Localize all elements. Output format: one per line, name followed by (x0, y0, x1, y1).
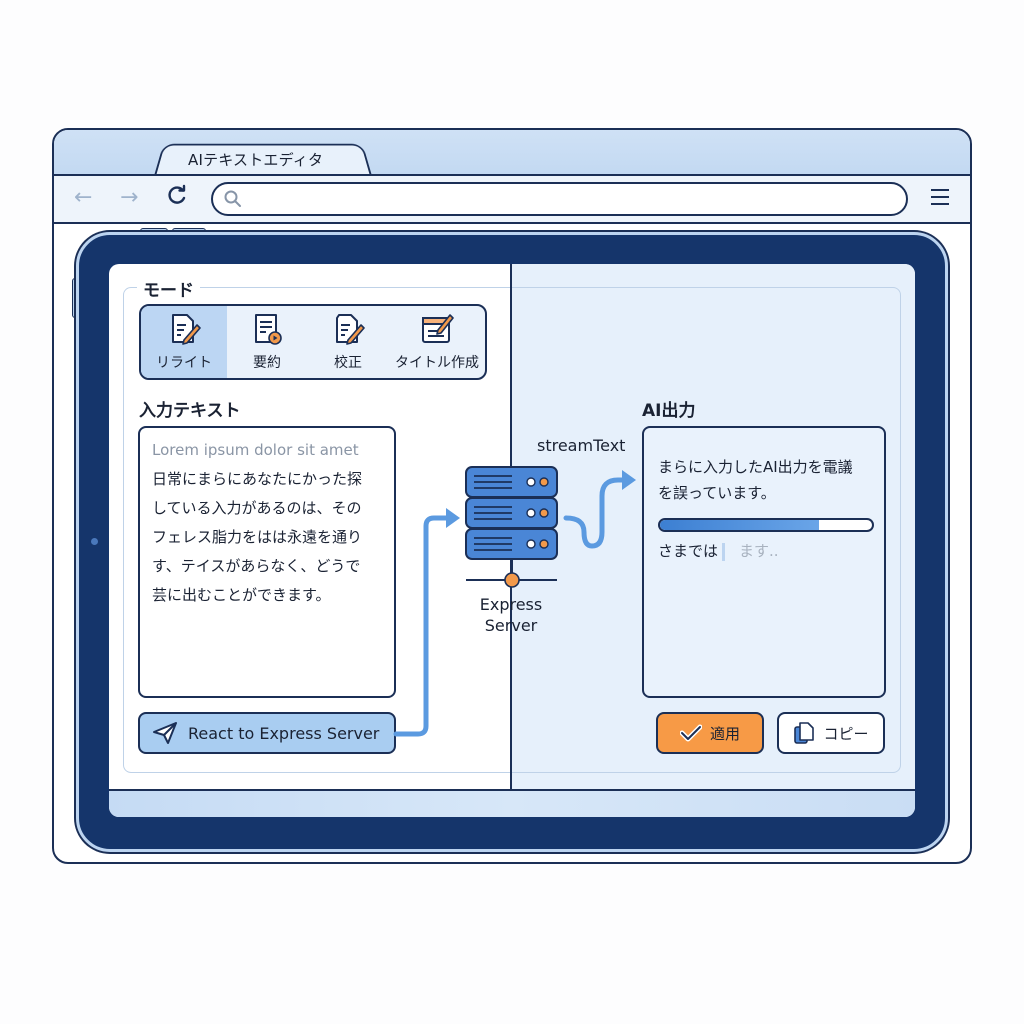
input-placeholder: Lorem ipsum dolor sit amet (152, 441, 359, 459)
document-proofread-icon (336, 314, 365, 345)
document-edit-icon (172, 314, 201, 345)
streaming-line: さまでは ます.. (658, 538, 870, 564)
app-screen: モード リライト 要約 (109, 264, 915, 817)
progress-fill (660, 520, 819, 530)
stream-text: さまでは (658, 542, 719, 560)
input-line: フェレス脂力をはは永遠を通り (152, 528, 363, 546)
apply-button-label: 適用 (709, 724, 740, 743)
output-line: まらに入力したAI出力を電議 (658, 458, 853, 476)
input-line: す、テイスがあらなく、どうで (152, 557, 361, 575)
url-bar[interactable] (211, 182, 908, 216)
output-panel: まらに入力したAI出力を電議 を誤っています。 さまでは ます.. (642, 426, 886, 698)
mode-selector: リライト 要約 校正 (139, 304, 487, 380)
input-line: している入力があるのは、その (152, 499, 362, 517)
browser-toolbar: ← → (54, 174, 970, 224)
server-label-line2: Server (484, 616, 538, 635)
title-edit-icon (422, 314, 454, 343)
send-button-label: React to Express Server (188, 723, 380, 743)
text-cursor (722, 542, 726, 561)
mode-label-title: タイトル作成 (395, 355, 479, 371)
paper-plane-icon (153, 722, 177, 744)
server-label-line1: Express (479, 595, 543, 614)
copy-button-label: コピー (823, 724, 869, 743)
output-line: を誤っています。 (658, 484, 776, 502)
stream-progress-bar (658, 518, 874, 532)
arrow-right-icon[interactable]: → (120, 185, 139, 210)
checkmark-icon (679, 724, 702, 742)
stream-text-label: streamText (537, 436, 626, 455)
input-textarea[interactable]: Lorem ipsum dolor sit amet 日常にまらにあなたにかった… (138, 426, 396, 698)
arrow-left-icon[interactable]: ← (74, 185, 93, 210)
reload-icon[interactable] (166, 184, 188, 212)
document-summary-icon (255, 314, 282, 345)
apply-button[interactable]: 適用 (656, 712, 764, 754)
input-line: 芸に出むことができます。 (152, 586, 331, 604)
screen-footer-bar (109, 789, 915, 817)
mode-label-proofread: 校正 (334, 355, 362, 371)
tab-title[interactable]: AIテキストエディタ (188, 151, 324, 169)
mode-label-summary: 要約 (253, 355, 281, 371)
copy-icon (794, 722, 815, 744)
input-title: 入力テキスト (139, 401, 241, 421)
mode-summary[interactable]: 要約 (227, 306, 307, 378)
mode-proofread[interactable]: 校正 (307, 306, 389, 378)
input-line: 日常にまらにあなたにかった探 (152, 470, 363, 488)
mode-rewrite[interactable]: リライト (141, 306, 227, 378)
mode-title[interactable]: タイトル作成 (389, 306, 485, 378)
copy-button[interactable]: コピー (777, 712, 885, 754)
reload-icon-svg (168, 184, 186, 204)
stream-pending-text: ます.. (739, 542, 779, 560)
mode-label-rewrite: リライト (156, 355, 212, 371)
camera-dot (91, 538, 98, 545)
hamburger-menu-icon[interactable] (930, 188, 950, 206)
express-server-label: Express Server (461, 594, 561, 636)
pane-divider (510, 264, 512, 789)
mode-frame (123, 287, 901, 773)
mode-label: モード (137, 276, 200, 301)
send-to-server-button[interactable]: React to Express Server (138, 712, 396, 754)
search-icon (224, 190, 241, 207)
output-title: AI出力 (642, 401, 696, 421)
